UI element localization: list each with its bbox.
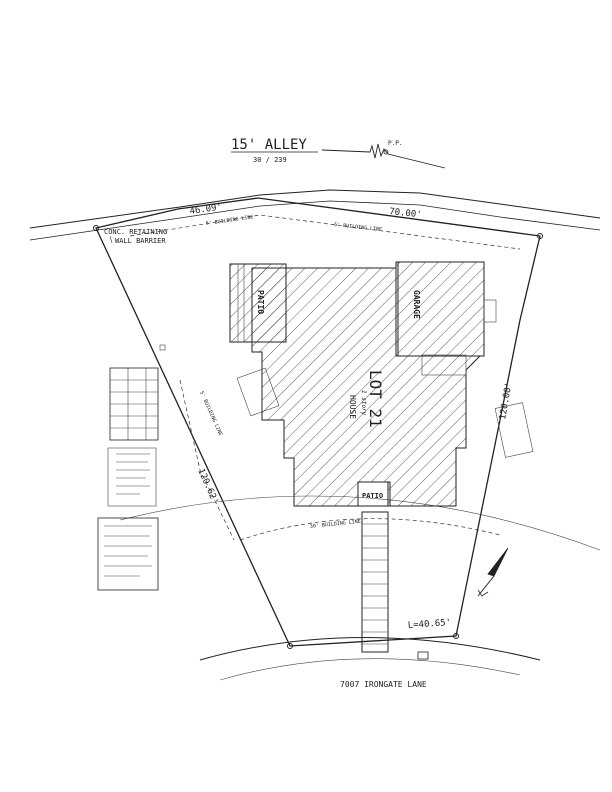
overhead-line (321, 143, 446, 169)
corner-monument-icon (453, 633, 459, 639)
corner-monument-icon (287, 643, 293, 649)
front-patio (357, 481, 391, 507)
power-pole-icon (383, 149, 389, 155)
arc-length-dimension: L=40.65' (408, 618, 452, 631)
alley-label: 15' ALLEY (231, 137, 307, 153)
notes-block (107, 447, 157, 507)
alley-edge-north (29, 189, 601, 229)
marker-icon (159, 344, 166, 351)
rear-patio (229, 263, 287, 343)
building-line-rear (129, 214, 521, 250)
retaining-wall-label-line2: WALL BARRIER (115, 237, 166, 245)
retaining-wall-leader (109, 235, 113, 244)
retaining-wall-label-line1: CONC. RETAINING (104, 228, 167, 236)
easement-arc (119, 495, 601, 551)
lot-boundary (95, 197, 541, 647)
corner-monument-icon (537, 233, 543, 239)
building-line-side (179, 379, 235, 541)
alley-reference: 30 / 239 (253, 156, 287, 164)
front-patio-label: PATIO (362, 492, 383, 500)
notes-block (97, 517, 159, 591)
rear-patio-label: PATIO (256, 290, 265, 314)
street-curb-arc-inner (219, 658, 521, 681)
street-address: 7007 IRONGATE LANE (340, 680, 427, 689)
front-walkway (361, 511, 389, 653)
front-dimension: 70.00' (389, 207, 422, 220)
mailbox-icon (417, 651, 429, 660)
alley-edge-south (29, 200, 601, 241)
right-dimension: 120.00' (498, 381, 514, 420)
building-line-front (239, 518, 501, 541)
building-line-label: 5' BUILDING LINE (205, 214, 254, 227)
rear-dimension: 46.09' (189, 203, 223, 217)
legend-table (109, 367, 159, 441)
building-line-label: 5' BUILDING LINE (198, 390, 223, 436)
north-arrow-icon (477, 547, 509, 597)
house-label: HOUSE (348, 395, 357, 419)
story-label: 1 story (360, 390, 367, 416)
street-curb-arc (199, 637, 541, 661)
lot-number: LOT 21 (366, 370, 385, 428)
side-tag-box (236, 367, 280, 417)
garage (395, 261, 485, 357)
garage-label: GARAGE (412, 290, 421, 319)
building-line-label: 5' BUILDING LINE (334, 222, 383, 233)
side-tag-box (494, 402, 534, 458)
power-pole-label: P.P. (388, 140, 402, 147)
ac-unit-icon (483, 299, 497, 323)
corner-monument-icon (93, 225, 99, 231)
building-line-label: 30' BUILDING LINE (310, 519, 362, 530)
side-stoop (421, 354, 467, 376)
